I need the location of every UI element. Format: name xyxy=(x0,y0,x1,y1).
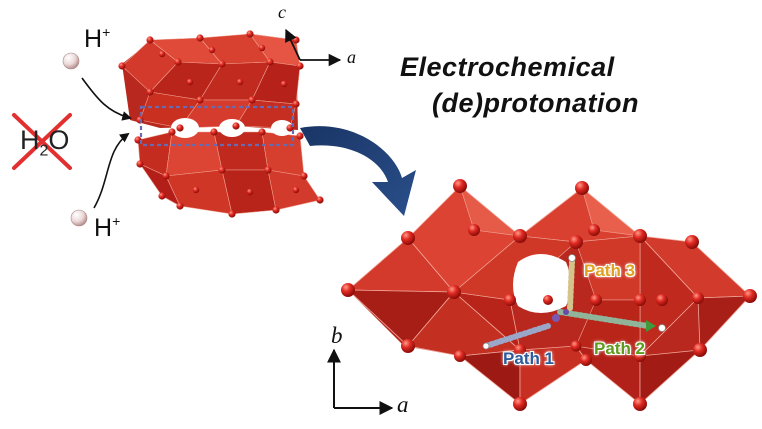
water-o: O xyxy=(48,125,70,155)
water-h: H xyxy=(20,125,40,155)
title-line-1: Electrochemical xyxy=(400,52,615,82)
large-crystal-structure xyxy=(341,179,757,411)
proton-symbol: H xyxy=(94,214,113,242)
proton-charge: + xyxy=(102,24,111,40)
proton-label-top: H+ xyxy=(84,24,110,54)
water-label: H2O xyxy=(20,125,69,160)
path-2-trace xyxy=(557,309,666,332)
proton-label-bottom: H+ xyxy=(94,213,120,243)
small-crystal-structure xyxy=(118,30,324,218)
axes-bottom xyxy=(327,348,394,415)
title-line-2: (de)protonation xyxy=(432,88,639,118)
proton-sphere-bottom xyxy=(70,209,88,227)
transition-arrow xyxy=(300,126,416,216)
path-3-label: Path 3 xyxy=(584,261,636,280)
proton-arrow-top xyxy=(81,77,132,121)
path-3-trace xyxy=(567,254,576,311)
proton-charge: + xyxy=(112,213,121,229)
water-subscript: 2 xyxy=(39,142,49,160)
path-2-label: Path 2 xyxy=(594,339,646,358)
oxygen-atoms xyxy=(341,179,757,411)
cross-icon xyxy=(12,113,72,170)
junction-marker xyxy=(552,314,560,322)
axis-label-b: b xyxy=(331,323,343,348)
axis-label-a-top: a xyxy=(347,47,356,67)
proton-sphere-top xyxy=(62,52,80,70)
axis-label-c: c xyxy=(278,2,286,22)
axis-label-a-bottom: a xyxy=(397,392,409,417)
path-1-label: Path 1 xyxy=(503,349,555,368)
proton-symbol: H xyxy=(84,25,103,53)
proton-arrow-bottom xyxy=(93,132,130,209)
axes-top xyxy=(285,28,342,67)
dashed-channel-box xyxy=(139,105,295,147)
path-1-trace xyxy=(482,323,551,350)
